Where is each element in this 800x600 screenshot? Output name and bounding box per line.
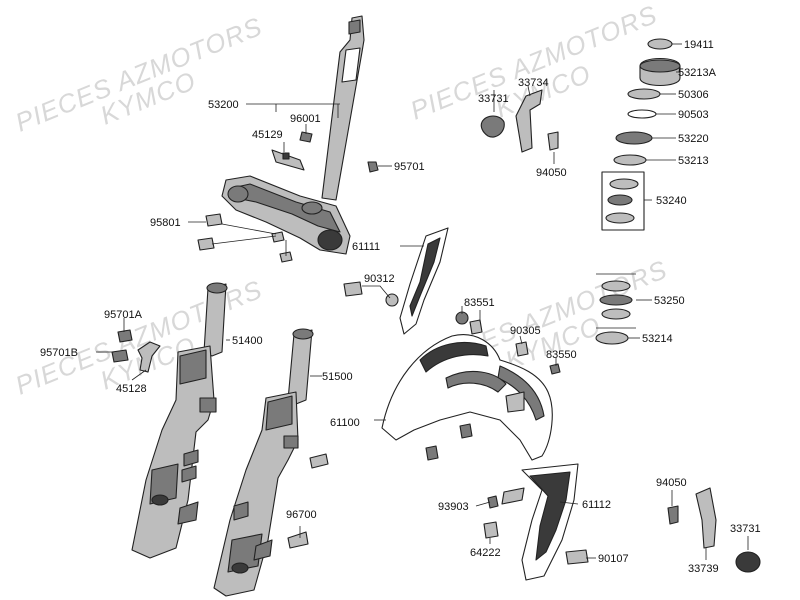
part-label: 53213	[678, 155, 709, 167]
part-label: 96700	[286, 509, 317, 521]
part-label: 96001	[290, 113, 321, 125]
part-label: 53213A	[678, 67, 717, 79]
part-label: 33734	[518, 77, 549, 89]
part-label: 33731	[730, 523, 761, 535]
part-label: 45128	[116, 383, 147, 395]
headset-lower-stack	[595, 280, 633, 345]
cable-guide-part	[271, 149, 305, 171]
part-label: 19411	[684, 39, 714, 51]
headset-bearing-53240	[601, 171, 645, 231]
part-label: 53250	[654, 295, 685, 307]
watermark-text: PIECES AZMOTORS	[11, 11, 267, 138]
part-label: 51500	[322, 371, 353, 383]
part-label: 50306	[678, 89, 709, 101]
part-label: 83550	[546, 349, 577, 361]
fastener-group	[343, 281, 561, 375]
fastener-group-lower	[483, 495, 589, 565]
part-label: 33731	[478, 93, 509, 105]
part-label: 53220	[678, 133, 709, 145]
screw-95701	[367, 161, 379, 173]
part-label: 90107	[598, 553, 629, 565]
part-label: 90503	[678, 109, 709, 121]
reflector-bracket-bottom	[667, 487, 761, 573]
part-label: 95801	[150, 217, 181, 229]
part-label: 90305	[510, 325, 541, 337]
part-label: 53214	[642, 333, 673, 345]
part-label: 93903	[438, 501, 469, 513]
part-label: 95701A	[104, 309, 143, 321]
part-label: 94050	[536, 167, 567, 179]
part-label: 95701B	[40, 347, 78, 359]
part-label: 64222	[470, 547, 501, 559]
headset-upper-stack	[613, 38, 681, 166]
part-label: 53200	[208, 99, 239, 111]
leader-lines	[96, 43, 749, 560]
fender-cover-61112	[501, 463, 579, 581]
reflector-bracket-top	[480, 89, 559, 153]
bolt-96700	[287, 453, 329, 549]
screw-96001	[299, 131, 313, 143]
part-label: 95701	[394, 161, 425, 173]
part-label: 61112	[582, 499, 611, 511]
part-label: 61111	[352, 241, 380, 253]
part-label: 33739	[688, 563, 719, 575]
steering-stem-part	[221, 15, 365, 255]
hose-bracket-part	[111, 329, 161, 373]
part-label: 53240	[656, 195, 687, 207]
part-labels: 53200 96001 45129 95701 95801 61111 9031…	[40, 39, 761, 575]
fork-leg-51400	[131, 282, 228, 559]
part-label: 51400	[232, 335, 263, 347]
part-label: 83551	[464, 297, 495, 309]
part-label: 45129	[252, 129, 283, 141]
fender-cover-61111	[399, 227, 449, 335]
front-fender-part	[381, 334, 553, 461]
part-label: 90312	[364, 273, 395, 285]
part-label: 94050	[656, 477, 687, 489]
part-label: 61100	[330, 417, 360, 429]
fork-leg-51500	[213, 328, 314, 597]
